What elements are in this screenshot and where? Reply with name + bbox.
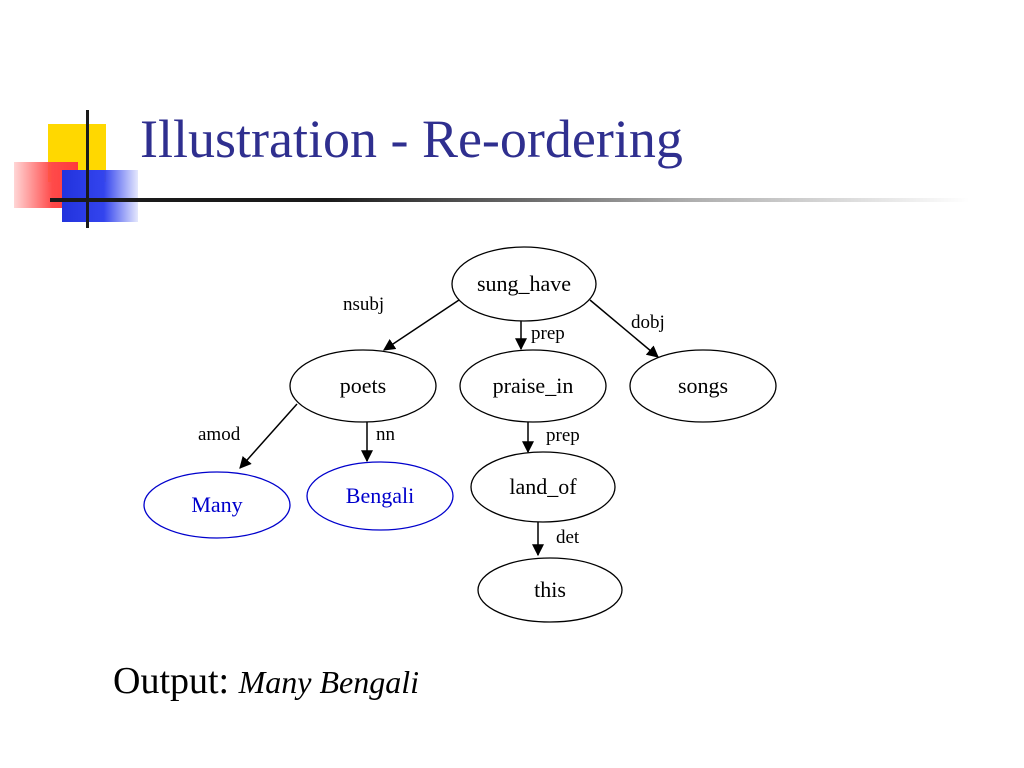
node-ellipse-land_of (470, 451, 616, 523)
edge-label-amod: amod (198, 424, 241, 445)
decor-blue-square (62, 170, 138, 222)
node-label-bengali: Bengali (346, 483, 414, 508)
edge-label-dobj: dobj (631, 312, 665, 333)
edge-label-prep: prep (531, 323, 565, 344)
slide-title: Illustration - Re-ordering (140, 109, 683, 169)
node-this: this (477, 557, 623, 623)
node-label-songs: songs (678, 373, 728, 398)
node-label-poets: poets (340, 373, 386, 398)
edge-label-det: det (556, 527, 580, 548)
node-ellipse-many (143, 471, 291, 539)
node-ellipse-this (477, 557, 623, 623)
node-ellipse-praise_in (459, 349, 607, 423)
node-ellipse-poets (289, 349, 437, 423)
edge-label-nn: nn (376, 424, 396, 445)
node-ellipse-sung_have (451, 246, 597, 322)
node-sung_have: sung_have (451, 246, 597, 322)
node-ellipse-bengali (306, 461, 454, 531)
node-many: Many (143, 471, 291, 539)
node-label-land_of: land_of (509, 474, 577, 499)
edge-label-prep: prep (546, 425, 580, 446)
title-divider (50, 198, 970, 202)
edge-poets-many (239, 403, 298, 469)
node-bengali: Bengali (306, 461, 454, 531)
edge-label-nsubj: nsubj (343, 294, 384, 315)
output-value: Many Bengali (238, 664, 420, 700)
node-label-praise_in: praise_in (493, 373, 574, 398)
node-songs: songs (629, 349, 777, 423)
output-line: Output: Many Bengali (113, 662, 419, 700)
node-praise_in: praise_in (459, 349, 607, 423)
output-label: Output: (113, 660, 230, 702)
decor-vertical-line (86, 110, 89, 228)
node-ellipse-songs (629, 349, 777, 423)
node-label-many: Many (191, 492, 242, 517)
node-poets: poets (289, 349, 437, 423)
node-label-sung_have: sung_have (477, 271, 571, 296)
node-label-this: this (534, 577, 566, 602)
edge-sung_have-songs (589, 299, 659, 358)
node-land_of: land_of (470, 451, 616, 523)
edge-sung_have-poets (383, 299, 460, 351)
